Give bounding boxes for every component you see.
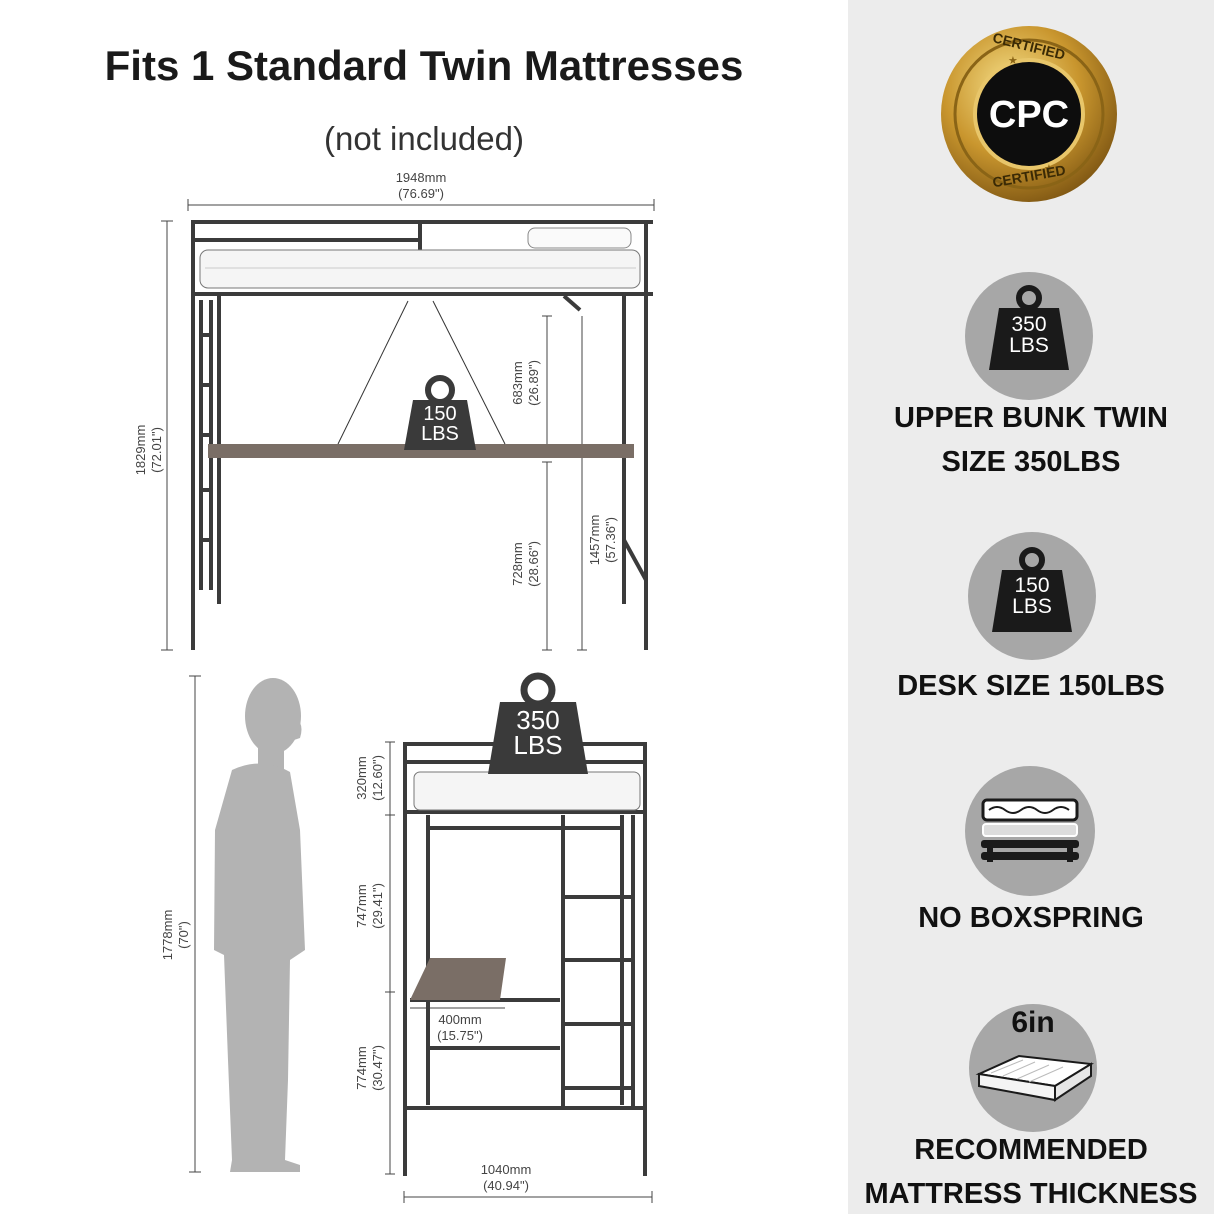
feature-upper-bunk-line2: SIZE 350LBS <box>941 446 1121 478</box>
side-low-mm: 774mm <box>354 1046 369 1090</box>
feature-thickness-line2: MATTRESS THICKNESS <box>864 1178 1198 1210</box>
feature-150-icon-circle: 150 LBS <box>968 532 1096 660</box>
height-dimension: 1829mm (72.01") <box>133 405 165 495</box>
side-mid-mm: 747mm <box>354 884 369 928</box>
guardrail-in: (12.60") <box>370 755 385 801</box>
feature-boxspring-line1: NO BOXSPRING <box>918 902 1144 934</box>
width-dimension: 1040mm (40.94") <box>466 1162 546 1194</box>
desk-weight-value: 150 <box>423 403 457 425</box>
under-clearance-dimension: 683mm (26.89") <box>510 338 542 428</box>
feature-desk-label: DESK SIZE 150LBS <box>848 664 1214 708</box>
feature-boxspring-label: NO BOXSPRING <box>848 896 1214 940</box>
svg-text:★: ★ <box>1044 163 1054 175</box>
height-in: (72.01") <box>149 427 164 473</box>
side-desk <box>410 958 506 1000</box>
bunk-weight-icon <box>488 672 588 774</box>
height-mm: 1829mm <box>133 424 148 476</box>
desk-depth-in: (15.75") <box>437 1028 483 1043</box>
feature-desk-line1: DESK SIZE 150LBS <box>897 670 1165 702</box>
feature-upper-bunk-label: UPPER BUNK TWIN SIZE 350LBS <box>848 396 1214 484</box>
side-view-frame <box>403 742 647 1176</box>
bunk-weight-unit: LBS <box>513 730 563 760</box>
dimension-lines <box>161 199 655 1203</box>
platform-height-mm: 1457mm <box>587 514 602 566</box>
guardrail-dimension: 320mm (12.60") <box>354 733 386 823</box>
person-silhouette <box>214 678 305 1172</box>
side-low-in: (30.47") <box>370 1045 385 1091</box>
desk-depth-dimension: 400mm (15.75") <box>420 1012 500 1044</box>
under-clearance-in: (26.89") <box>526 360 541 406</box>
mattress-icon <box>975 1054 1095 1102</box>
weight-150-value: 150 <box>1014 574 1050 597</box>
guardrail-mm: 320mm <box>354 756 369 800</box>
cpc-certified-badge: ★ ★ <box>941 26 1117 202</box>
platform-height-in: (57.36") <box>603 517 618 563</box>
badge-center-text: CPC <box>988 94 1070 136</box>
person-height-dimension: 1778mm (70") <box>160 890 192 980</box>
desk-weight-unit: LBS <box>421 423 459 445</box>
thickness-label: 6in <box>1011 1006 1055 1039</box>
subtitle: (not included) <box>324 120 524 157</box>
front-mattress <box>199 249 641 289</box>
width-mm: 1040mm <box>480 1162 532 1177</box>
desk-height-dimension: 728mm (28.66") <box>510 519 542 609</box>
loft-bed-drawing <box>161 199 655 1203</box>
weight-150-unit: LBS <box>1012 595 1052 618</box>
length-dimension: 1948mm (76.69") <box>371 170 471 202</box>
weight-150-icon <box>992 547 1072 632</box>
side-mattress <box>413 771 641 811</box>
svg-text:★: ★ <box>1008 55 1018 67</box>
feature-thickness-line1: RECOMMENDED <box>914 1134 1148 1166</box>
bunk-weight-value: 350 <box>516 705 560 735</box>
person-height-in: (70") <box>176 921 191 949</box>
main-title: Fits 1 Standard Twin Mattresses <box>104 42 744 89</box>
side-mid-in: (29.41") <box>370 883 385 929</box>
front-desk <box>208 444 634 458</box>
pillow <box>527 227 632 249</box>
desk-weight-label: 150 LBS <box>404 404 476 444</box>
desk-weight-icon <box>404 375 476 450</box>
side-low-dimension: 774mm (30.47") <box>354 1023 386 1113</box>
diagram-panel: Fits 1 Standard Twin Mattresses (not inc… <box>104 42 744 1203</box>
weight-350-label: 350 LBS <box>989 314 1069 356</box>
length-in: (76.69") <box>398 186 444 201</box>
desk-height-mm: 728mm <box>510 542 525 586</box>
person-height-mm: 1778mm <box>160 909 175 961</box>
feature-boxspring-icon-circle <box>965 766 1095 896</box>
features-panel: ★ ★ CPC CERTIFIED CERTIFIED 350 LBS UPPE… <box>848 0 1214 1214</box>
under-clearance-mm: 683mm <box>510 361 525 405</box>
feature-thickness-label: RECOMMENDED MATTRESS THICKNESS <box>848 1128 1214 1216</box>
feature-thickness-icon-circle <box>969 1004 1097 1132</box>
weight-350-icon <box>989 285 1069 370</box>
width-in: (40.94") <box>483 1178 529 1193</box>
weight-150-label: 150 LBS <box>992 575 1072 617</box>
length-mm: 1948mm <box>395 170 447 185</box>
feature-350-icon-circle: 350 LBS <box>965 272 1093 400</box>
mattress-layers-icon <box>981 798 1079 862</box>
bunk-weight-label: 350 LBS <box>488 705 588 760</box>
desk-height-in: (28.66") <box>526 541 541 587</box>
desk-depth-mm: 400mm <box>438 1012 482 1027</box>
weight-350-value: 350 <box>1011 313 1047 336</box>
feature-upper-bunk-line1: UPPER BUNK TWIN <box>894 402 1168 434</box>
side-mid-dimension: 747mm (29.41") <box>354 861 386 951</box>
weight-350-unit: LBS <box>1009 334 1049 357</box>
platform-height-dimension: 1457mm (57.36") <box>587 495 619 585</box>
